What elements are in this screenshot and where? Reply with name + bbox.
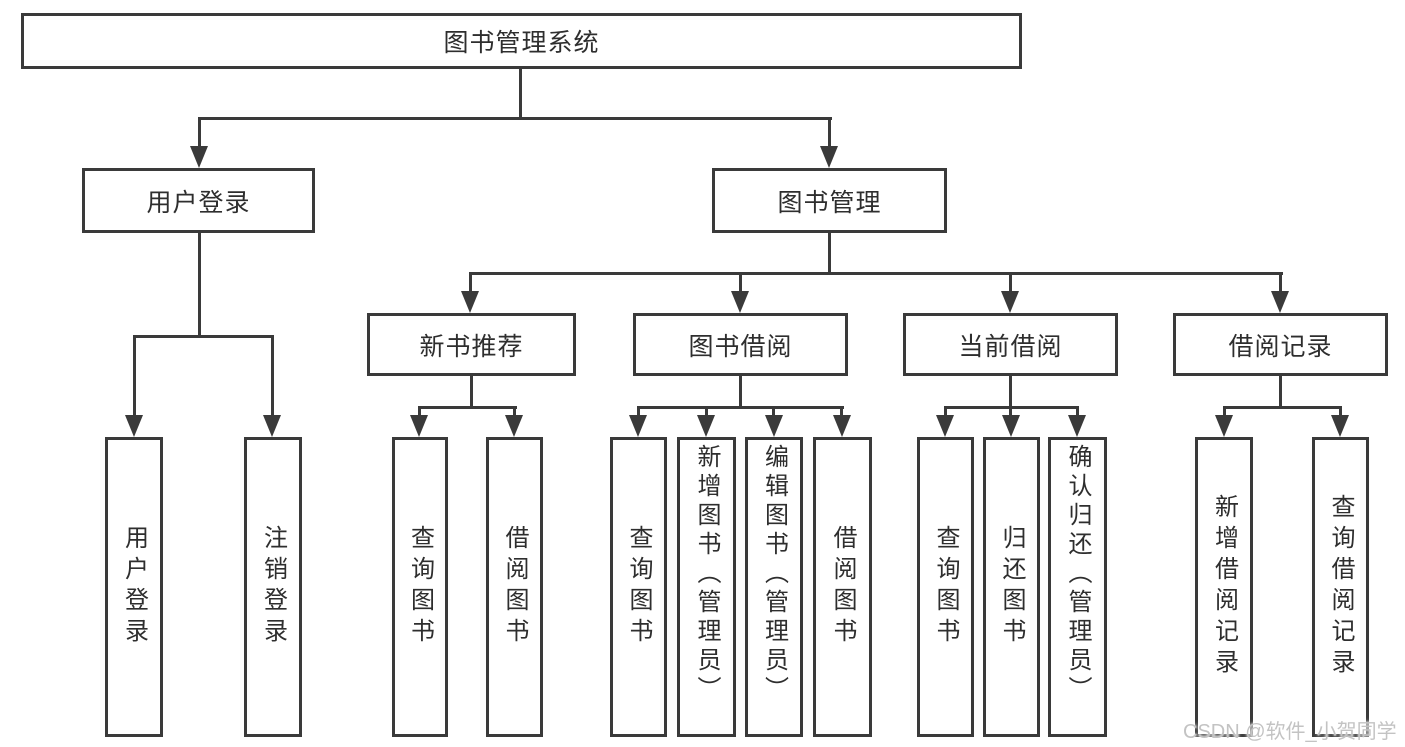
edge-line (840, 406, 843, 418)
arrow-down-icon (936, 415, 954, 437)
edge-line (418, 406, 421, 418)
arrow-down-icon (1068, 415, 1086, 437)
edge-line (1223, 406, 1226, 418)
edge-line (1279, 272, 1282, 294)
arrow-down-icon (263, 415, 281, 437)
edge-line (1009, 376, 1012, 408)
edge-line (1279, 376, 1282, 408)
leaf-confirm-return-admin-label: 确认归还（管理员） (1064, 444, 1091, 705)
edge-line (133, 335, 274, 338)
leaf-return-books: 归还图书 (983, 437, 1040, 737)
arrow-down-icon (125, 415, 143, 437)
leaf-query-books-borrow-label: 查询图书 (625, 525, 652, 649)
edge-line (705, 406, 708, 418)
arrow-down-icon (1001, 291, 1019, 313)
leaf-confirm-return-admin: 确认归还（管理员） (1048, 437, 1107, 737)
edge-line (739, 376, 742, 408)
leaf-add-books-admin: 新增图书（管理员） (677, 437, 736, 737)
arrow-down-icon (410, 415, 428, 437)
arrow-down-icon (1331, 415, 1349, 437)
arrow-down-icon (697, 415, 715, 437)
edge-line (637, 406, 640, 418)
leaf-logout-label: 注销登录 (259, 525, 287, 649)
edge-line (637, 406, 844, 409)
edge-line (772, 406, 775, 418)
leaf-query-books-recommend-label: 查询图书 (406, 525, 434, 649)
edge-line (198, 117, 832, 120)
node-root: 图书管理系统 (21, 13, 1022, 69)
leaf-add-borrow-record: 新增借阅记录 (1195, 437, 1253, 737)
edge-line (470, 376, 473, 408)
leaf-user-login-label: 用户登录 (120, 525, 148, 649)
edge-line (1009, 272, 1012, 294)
leaf-borrow-books: 借阅图书 (813, 437, 872, 737)
edge-line (944, 406, 947, 418)
arrow-down-icon (1271, 291, 1289, 313)
node-user-login-label: 用户登录 (146, 188, 251, 217)
csdn-watermark: CSDN @软件_小贺同学 (1183, 721, 1397, 743)
edge-line (133, 335, 136, 417)
node-user-login: 用户登录 (82, 168, 315, 233)
node-new-book-recommendation-label: 新书推荐 (419, 332, 524, 361)
leaf-query-books-recommend: 查询图书 (392, 437, 448, 737)
edge-line (469, 272, 1283, 275)
edge-line (469, 272, 472, 294)
leaf-borrow-books-recommend: 借阅图书 (486, 437, 543, 737)
edge-line (1009, 406, 1012, 418)
edge-line (1223, 406, 1342, 409)
leaf-query-books-borrow: 查询图书 (610, 437, 667, 737)
node-book-management: 图书管理 (712, 168, 947, 233)
leaf-logout: 注销登录 (244, 437, 302, 737)
node-new-book-recommendation: 新书推荐 (367, 313, 576, 376)
edge-line (418, 406, 517, 409)
arrow-down-icon (833, 415, 851, 437)
edge-line (198, 117, 201, 150)
arrow-down-icon (505, 415, 523, 437)
edge-line (1076, 406, 1079, 418)
edge-line (828, 233, 831, 275)
edge-line (739, 272, 742, 294)
leaf-borrow-books-label: 借阅图书 (829, 525, 856, 649)
node-book-management-label: 图书管理 (777, 188, 882, 217)
edge-line (828, 117, 831, 150)
leaf-user-login: 用户登录 (105, 437, 163, 737)
edge-line (519, 68, 522, 119)
leaf-add-books-admin-label: 新增图书（管理员） (693, 444, 720, 705)
edge-line (271, 335, 274, 417)
node-current-borrowing-label: 当前借阅 (958, 332, 1063, 361)
arrow-down-icon (820, 146, 838, 168)
node-book-borrowing-label: 图书借阅 (688, 332, 793, 361)
edge-line (1339, 406, 1342, 418)
leaf-query-borrow-record: 查询借阅记录 (1312, 437, 1369, 737)
arrow-down-icon (461, 291, 479, 313)
node-current-borrowing: 当前借阅 (903, 313, 1118, 376)
node-borrowing-records: 借阅记录 (1173, 313, 1388, 376)
leaf-add-borrow-record-label: 新增借阅记录 (1210, 494, 1238, 680)
leaf-borrow-books-recommend-label: 借阅图书 (501, 525, 528, 649)
leaf-return-books-label: 归还图书 (998, 525, 1025, 649)
node-book-borrowing: 图书借阅 (633, 313, 848, 376)
arrow-down-icon (190, 146, 208, 168)
arrow-down-icon (731, 291, 749, 313)
arrow-down-icon (765, 415, 783, 437)
leaf-edit-books-admin: 编辑图书（管理员） (745, 437, 803, 737)
node-borrowing-records-label: 借阅记录 (1228, 332, 1333, 361)
leaf-query-books-current: 查询图书 (917, 437, 974, 737)
leaf-query-books-current-label: 查询图书 (932, 525, 959, 649)
node-root-label: 图书管理系统 (443, 29, 600, 57)
leaf-query-borrow-record-label: 查询借阅记录 (1327, 494, 1354, 680)
edge-line (513, 406, 516, 418)
arrow-down-icon (629, 415, 647, 437)
leaf-edit-books-admin-label: 编辑图书（管理员） (760, 444, 788, 705)
arrow-down-icon (1215, 415, 1233, 437)
arrow-down-icon (1002, 415, 1020, 437)
edge-line (198, 233, 201, 337)
